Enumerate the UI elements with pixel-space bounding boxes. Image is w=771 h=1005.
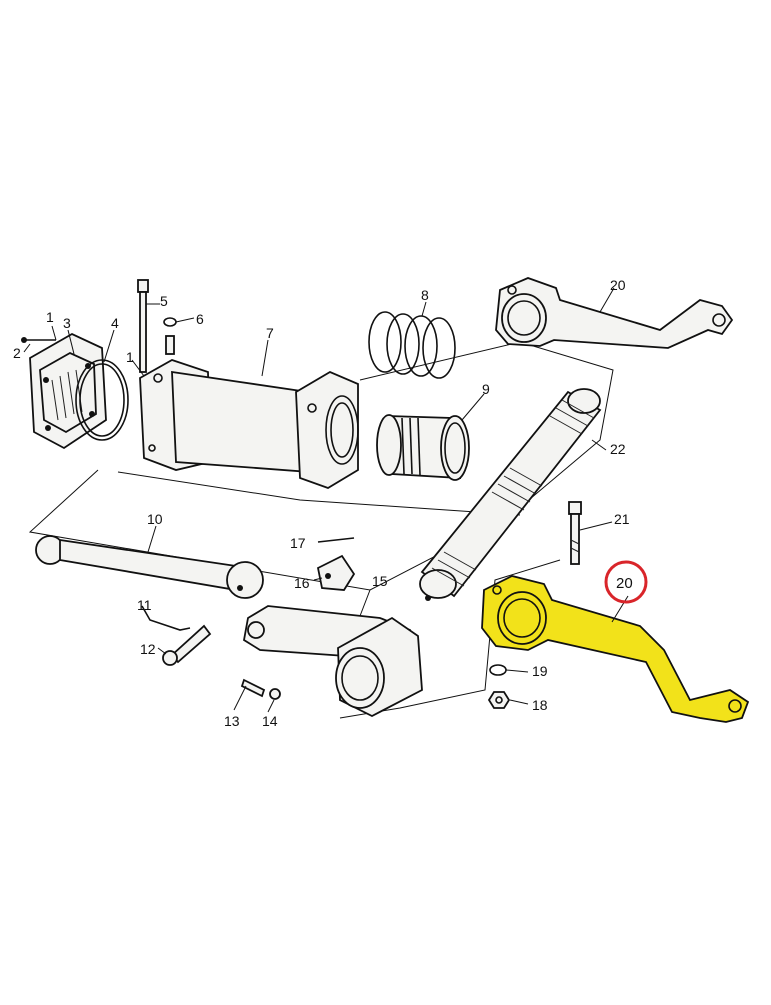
label-5: 5: [160, 293, 168, 309]
small-nut: [269, 688, 281, 700]
label-20-callout: 20: [616, 575, 633, 592]
end-cover-plate: [21, 332, 107, 450]
label-20-upper: 20: [610, 277, 626, 293]
washer: [163, 317, 177, 327]
label-11: 11: [137, 597, 152, 613]
hex-nut: [487, 691, 511, 709]
piston-rings: [368, 311, 456, 379]
piston: [376, 414, 470, 481]
clamp-bolt: [568, 501, 582, 565]
label-9: 9: [482, 381, 490, 397]
retainer-clip: [316, 554, 356, 591]
lift-arm-upper: [495, 277, 734, 349]
label-21: 21: [614, 511, 630, 527]
leader-lines: [23, 287, 629, 713]
label-15: 15: [372, 573, 388, 589]
label-16: 16: [294, 575, 310, 591]
small-bolt: [165, 335, 175, 355]
small-screw: [240, 678, 266, 698]
label-4: 4: [111, 315, 119, 331]
label-7: 7: [266, 325, 274, 341]
o-ring: [75, 359, 129, 441]
label-1-left: 1: [46, 309, 54, 325]
label-12: 12: [140, 641, 156, 657]
connecting-rod: [35, 535, 264, 599]
clip-pin: [317, 537, 355, 543]
label-8: 8: [421, 287, 429, 303]
label-19: 19: [532, 663, 548, 679]
callout-circle: [604, 560, 648, 604]
lift-arm-highlighted: [481, 575, 750, 723]
part-number-labels: 1 2 3 4 1 5 6 7 8 9 10 11 12 13 14 15 16…: [13, 277, 633, 729]
label-10: 10: [147, 511, 163, 527]
label-14: 14: [262, 713, 278, 729]
label-2: 2: [13, 345, 21, 361]
lock-washer: [489, 664, 507, 676]
label-3: 3: [63, 315, 71, 331]
label-13: 13: [224, 713, 240, 729]
label-17: 17: [290, 535, 306, 551]
ram-cylinder-housing: [139, 359, 359, 489]
label-1-right: 1: [126, 349, 134, 365]
label-22: 22: [610, 441, 626, 457]
lower-lift-arm: [243, 605, 423, 718]
label-6: 6: [196, 311, 204, 327]
pin-bolt: [162, 624, 212, 666]
cross-shaft: [419, 388, 602, 601]
split-pin: [141, 605, 191, 631]
long-bolt: [137, 279, 149, 373]
label-18: 18: [532, 697, 548, 713]
